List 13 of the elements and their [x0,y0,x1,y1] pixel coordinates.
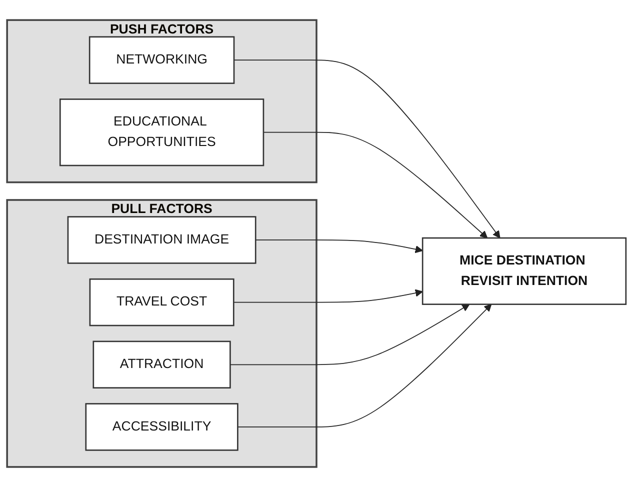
node-box: NETWORKING [88,36,235,84]
node-box: DESTINATION IMAGE [67,216,256,264]
node-box: EDUCATIONAL OPPORTUNITIES [59,98,264,166]
arrow [230,304,470,366]
arrow [234,60,500,238]
node-box: ACCESSIBILITY [85,403,238,451]
arrow [233,289,423,303]
arrow [263,132,488,238]
arrow [255,240,423,254]
node-box: ATTRACTION [92,340,231,388]
node-box: MICE DESTINATION REVISIT INTENTION [422,237,627,305]
arrow [237,304,492,428]
node-box: TRAVEL COST [89,278,234,326]
